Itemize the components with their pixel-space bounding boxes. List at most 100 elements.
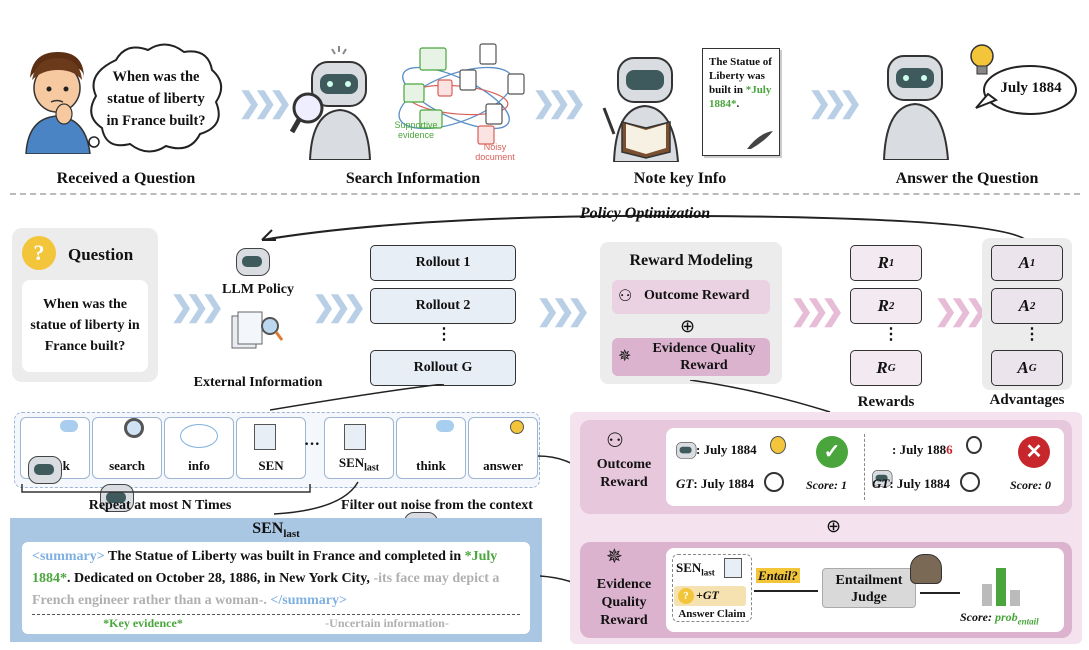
sen-last-title: SENlast [252,520,300,541]
evidence-quality-label: Evidence Quality Reward [652,341,756,373]
question-card: ? Question When was the statue of libert… [12,228,158,382]
search-robot-icon [289,40,380,161]
target-icon [764,472,784,492]
documents-icon [180,424,218,448]
network-icon: ✵ [618,348,632,365]
arrow-chevrons: ❯❯❯ [532,88,586,119]
judge-robot-icon [910,554,942,584]
step-search-information: Search Information [345,170,481,187]
flow-icon: ⚇ [606,430,624,452]
outcome-reward-panel: ⚇ Outcome Reward : July 1884 GT: July 18… [580,420,1072,514]
outcome-reward-label: Outcome Reward [644,288,750,303]
advantages-label: Advantages [989,392,1065,408]
answer-bubble-text: July 1884 [1000,80,1062,96]
magnifier-icon [124,418,144,438]
external-docs-icon [226,306,286,354]
rollout-connector [270,384,445,411]
repeat-label: Repeat at most N Times [88,498,232,513]
note-pencil-icon [724,558,742,578]
evidence-quality-chip: ✵ Evidence Quality Reward [612,338,770,376]
question-text: When was the statue of liberty in France… [22,280,148,372]
note-end: . [736,98,740,110]
llm-policy-label: LLM Policy [222,282,294,297]
person-icon [18,44,96,155]
cross-icon: ✕ [1018,436,1050,468]
outcome-right-pred: : July 1886 [892,442,953,457]
judge-arrow [920,592,960,594]
note-highlight: *July 1884* [709,84,772,110]
entailment-judge: Entailment Judge [822,568,916,608]
outcome-comparison [666,428,1064,506]
broken-bulb-icon [966,436,982,454]
outcome-right-score: Score: 0 [1010,478,1051,492]
rollout-g: Rollout G [370,350,516,386]
repeat-bracket [21,484,311,493]
evidence-reward-panel: ✵ Evidence Quality Reward SENlast ? +GT … [580,542,1072,638]
outcome-reward-chip: ⚇ Outcome Reward [612,280,770,314]
arrow-chevrons: ❯❯❯ [536,296,590,327]
arrow-chevrons: ❯❯❯ [238,88,292,119]
rollout-ellipsis: ⋮ [436,326,452,343]
target-icon [960,472,980,492]
uncertain-info: -its face may depict a French engineer r… [32,571,500,608]
answer-bubble: July 1884 [974,64,1078,118]
evidence-reward-panel-label: Evidence Quality Reward [596,577,652,628]
legend-uncertain: -Uncertain information- [325,616,449,630]
outcome-divider [864,434,865,500]
arrow-chevrons: ❯❯❯ [170,292,224,323]
lightbulb-icon [966,40,998,80]
outcome-reward-panel-label: Outcome Reward [596,457,652,490]
tile-ellipsis: ··· [304,436,321,453]
sen-connector [273,481,359,515]
rollout-1: Rollout 1 [370,245,516,281]
supportive-evidence-label: Supportive evidence [394,120,438,140]
question-bubble-text: When was the statue of liberty in France… [106,69,206,129]
arrow-chevrons: ❯❯❯ [790,296,844,327]
step-answer-question: Answer the Question [895,170,1039,187]
separator [10,193,1080,195]
cloud-icon [60,420,78,432]
top-row: When was the statue of liberty in France… [0,0,1089,195]
tile-answer: answer [468,417,538,479]
step-received-question: Received a Question [56,170,196,187]
plus-gt-label: +GT [696,588,719,602]
note-text: The Statue of Liberty was built in [709,56,772,96]
entail-arrow [754,590,818,592]
robot-icon [676,442,697,459]
documents-network-icon: Supportive evidence Noisy document [386,40,526,164]
reward-modeling-card: Reward Modeling ⚇ Outcome Reward ⊕ ✵ Evi… [600,242,782,384]
noisy-document-label: Noisy document [475,142,515,162]
outcome-left-score: Score: 1 [806,478,847,492]
oplus-symbol: ⊕ [826,516,842,536]
flow-icon: ⚇ [618,288,633,305]
policy-optimization-arrow [261,214,1031,245]
robot-icon [100,484,134,512]
key-evidence: *July 1884* [32,549,498,586]
entail-label: Entail? [756,568,800,583]
oplus-symbol: ⊕ [680,316,696,336]
answer-claim-box [672,554,752,622]
note-paper: The Statue of Liberty was built in *July… [702,48,780,156]
arrow-chevrons: ❯❯❯ [808,88,862,119]
sen-last-content: <summary> The Statue of Liberty was buil… [22,542,530,634]
tile-think-2: think [396,417,466,479]
reading-robot-icon [600,52,692,163]
rewards-label: Rewards [857,394,915,410]
question-bubble: When was the statue of liberty in France… [86,40,226,158]
note-pencil-icon [344,424,366,450]
question-mark-icon: ? [22,236,56,270]
arrow-chevrons: ❯❯❯ [312,292,366,323]
answer-robot-icon [876,48,956,161]
question-mark-icon: ? [678,588,694,604]
check-icon: ✓ [816,436,848,468]
cloud-icon [436,420,454,432]
policy-optimization-label: Policy Optimization [579,205,711,222]
outcome-left-gt: GT: July 1884 [676,476,755,491]
evidence-score: Score: probentail [960,610,1039,627]
step-note-key-info: Note key Info [633,170,727,187]
